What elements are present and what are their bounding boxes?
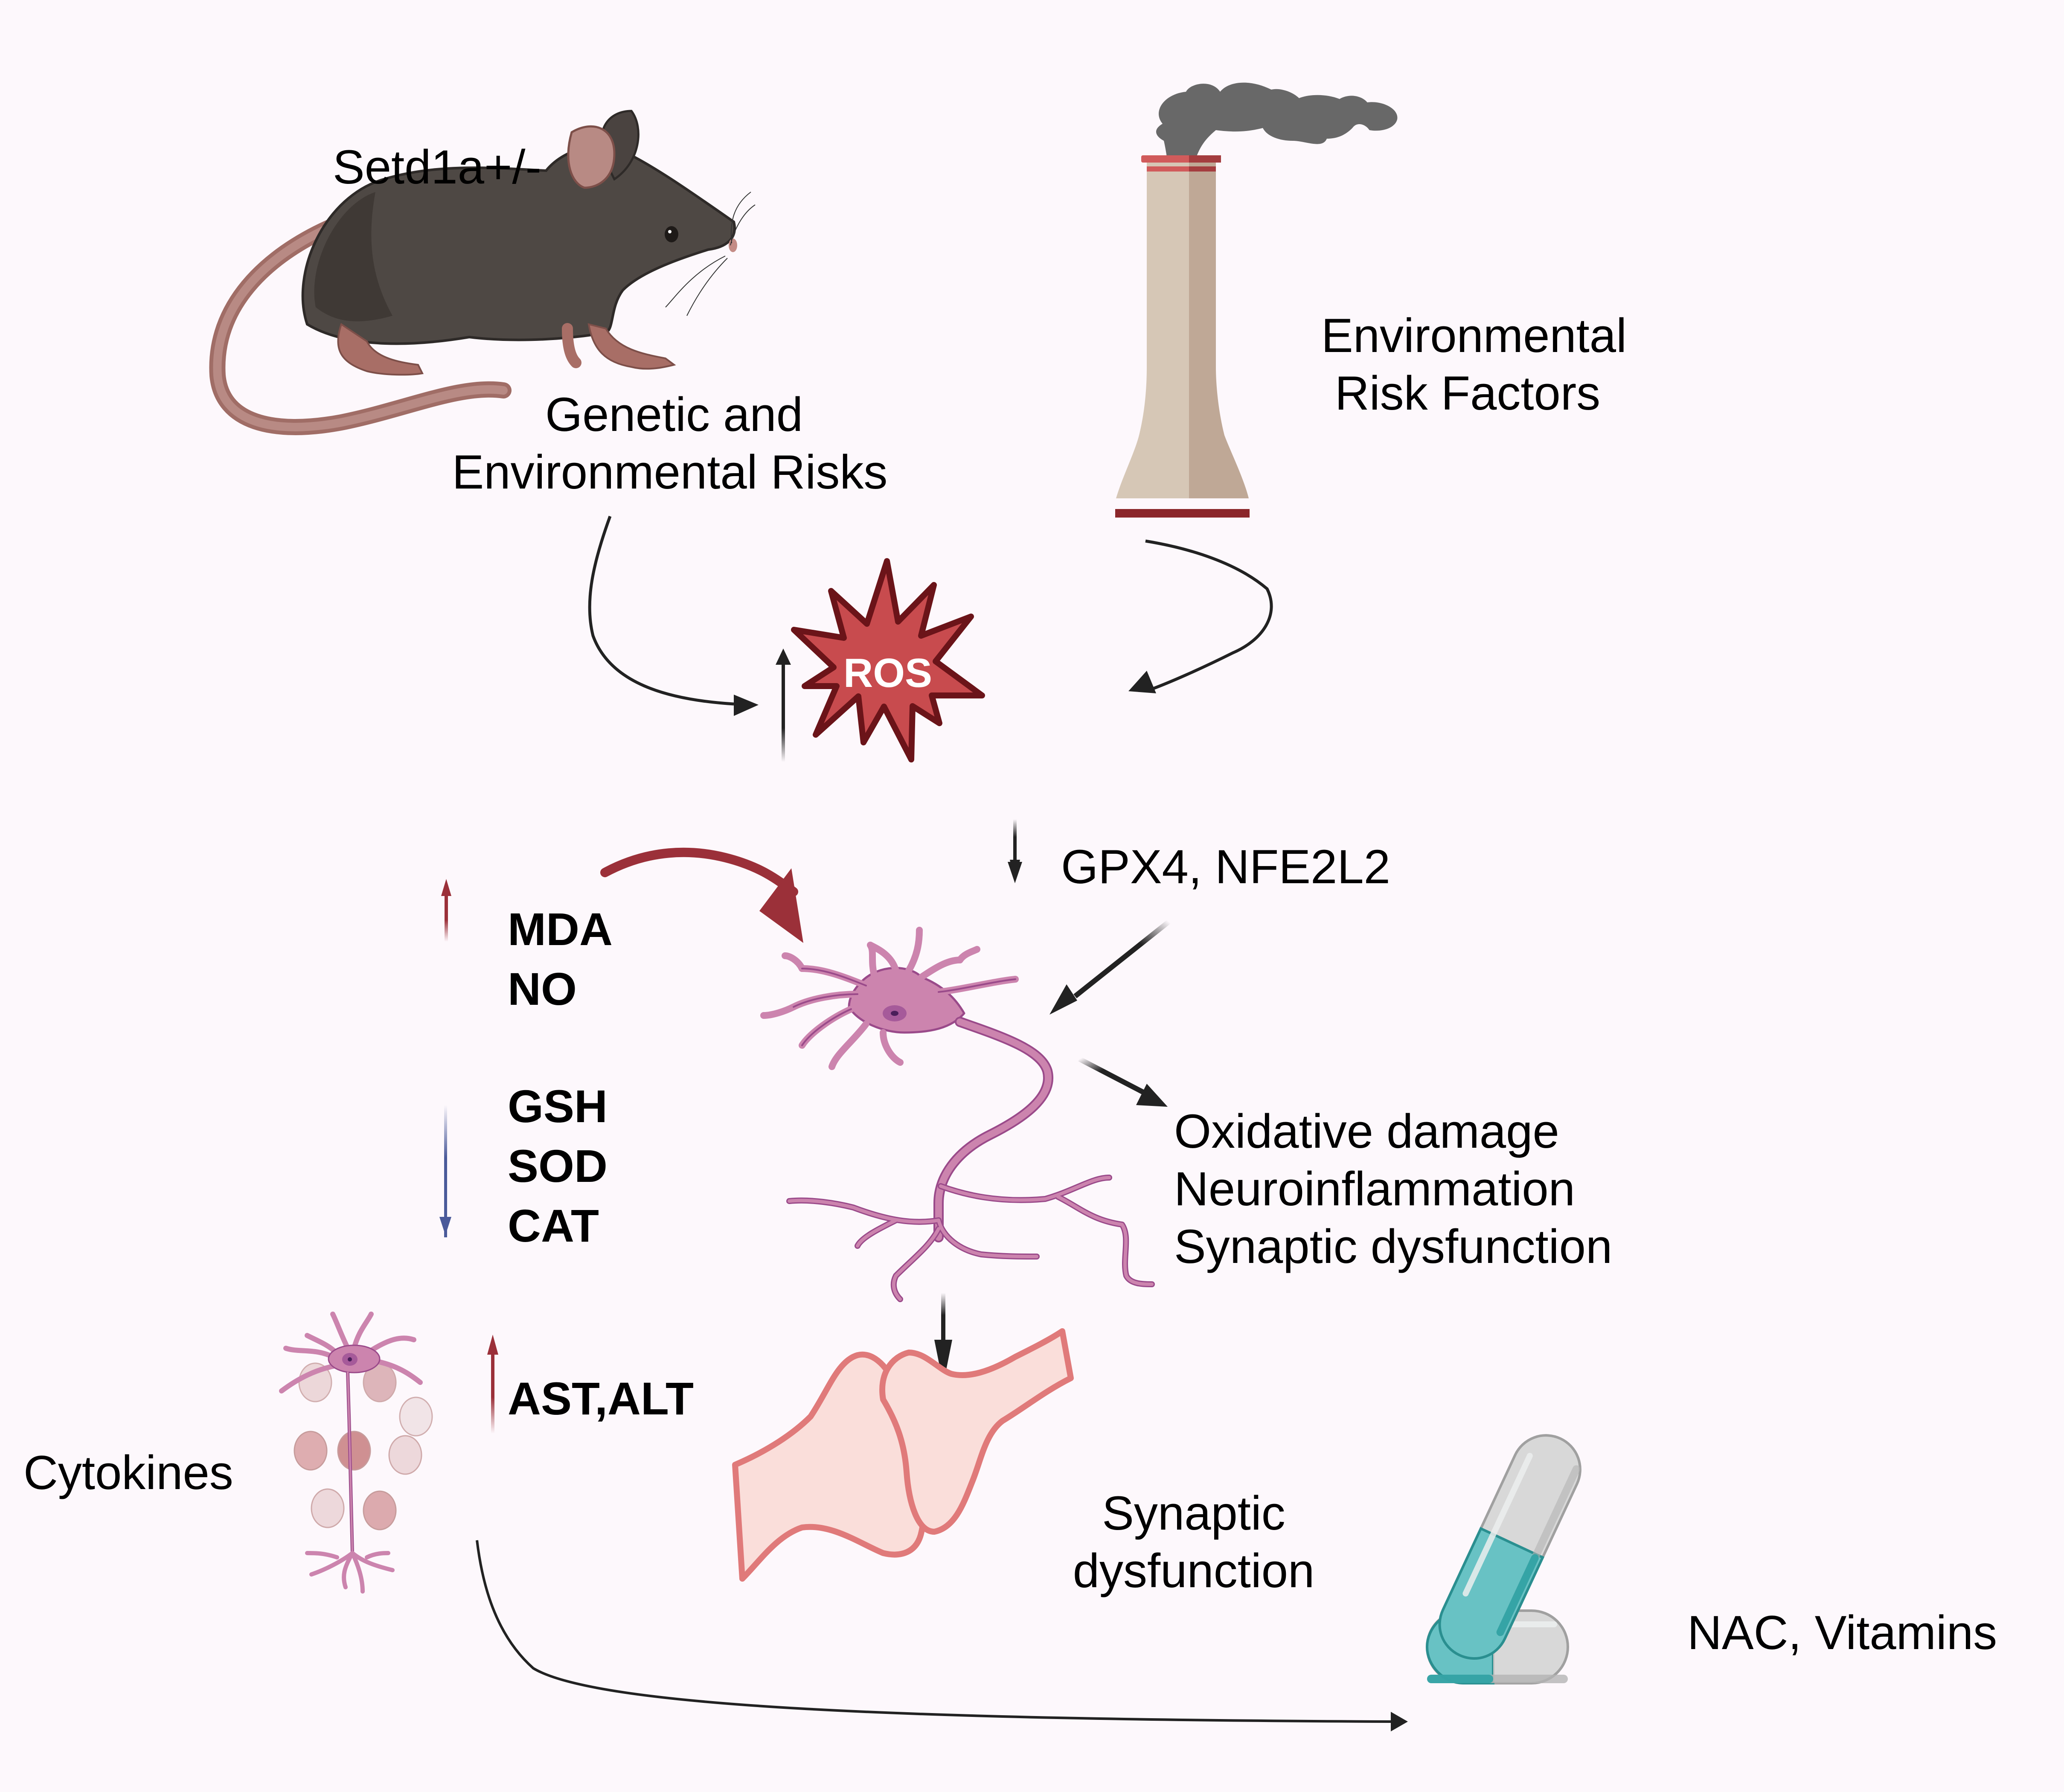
arrow-genetic-to-ros	[588, 515, 759, 716]
treatment-label: NAC, Vitamins	[1687, 1606, 1997, 1659]
marker-cat: CAT	[508, 1200, 599, 1251]
outcome-oxidative-damage: Oxidative damage	[1174, 1105, 1559, 1158]
env-risk-label-line2: Risk Factors	[1335, 367, 1600, 420]
ros-label: ROS	[843, 650, 932, 696]
cytokines-label: Cytokines	[23, 1446, 233, 1499]
genetic-risk-label-line1: Genetic and	[545, 388, 803, 441]
marker-gsh: GSH	[508, 1080, 608, 1132]
increase-arrow-icon	[441, 879, 451, 942]
decrease-arrow-icon	[439, 1105, 451, 1237]
arrow-environment-to-ros	[1128, 539, 1273, 693]
liver-increase-arrow-icon	[487, 1335, 498, 1434]
marker-ast-alt: AST,ALT	[508, 1373, 694, 1424]
gpx4-nfe2l2-label: GPX4, NFE2L2	[1061, 840, 1390, 893]
genetic-risk-label-line2: Environmental Risks	[452, 445, 888, 499]
mouse-icon	[209, 110, 756, 435]
neuron-cytokine-icon	[279, 1312, 433, 1594]
marker-no: NO	[508, 963, 577, 1015]
outcome-neuroinflammation: Neuroinflammation	[1174, 1162, 1575, 1216]
synaptic-label-line1: Synaptic	[1102, 1487, 1285, 1540]
synaptic-label-line2: dysfunction	[1073, 1544, 1315, 1597]
synapse-icon	[732, 1328, 1074, 1582]
arrow-markers-to-neuron	[600, 847, 803, 943]
ros-increase-arrow-icon	[776, 649, 791, 762]
mouse-genotype-label: Setd1a+/-	[333, 140, 541, 194]
outcome-synaptic-dysfunction: Synaptic dysfunction	[1174, 1220, 1612, 1273]
gpx4-decrease-arrow-icon	[1008, 819, 1022, 883]
neuron-icon	[760, 927, 1155, 1302]
env-risk-label-line1: Environmental	[1321, 309, 1627, 362]
arrow-neuron-to-outcomes	[1078, 1056, 1168, 1107]
ros-starburst-icon	[791, 558, 985, 762]
capsule-icon	[1425, 1434, 1581, 1684]
arrow-cytokines-to-treatment	[476, 1540, 1408, 1731]
arrow-gpx4-to-neuron	[1024, 919, 1171, 1015]
marker-sod: SOD	[508, 1140, 608, 1192]
arrow-neuron-to-synapse	[934, 1293, 952, 1385]
cooling-tower-icon	[1115, 82, 1398, 518]
marker-mda: MDA	[508, 903, 613, 955]
cytokine-particles	[294, 1362, 433, 1530]
